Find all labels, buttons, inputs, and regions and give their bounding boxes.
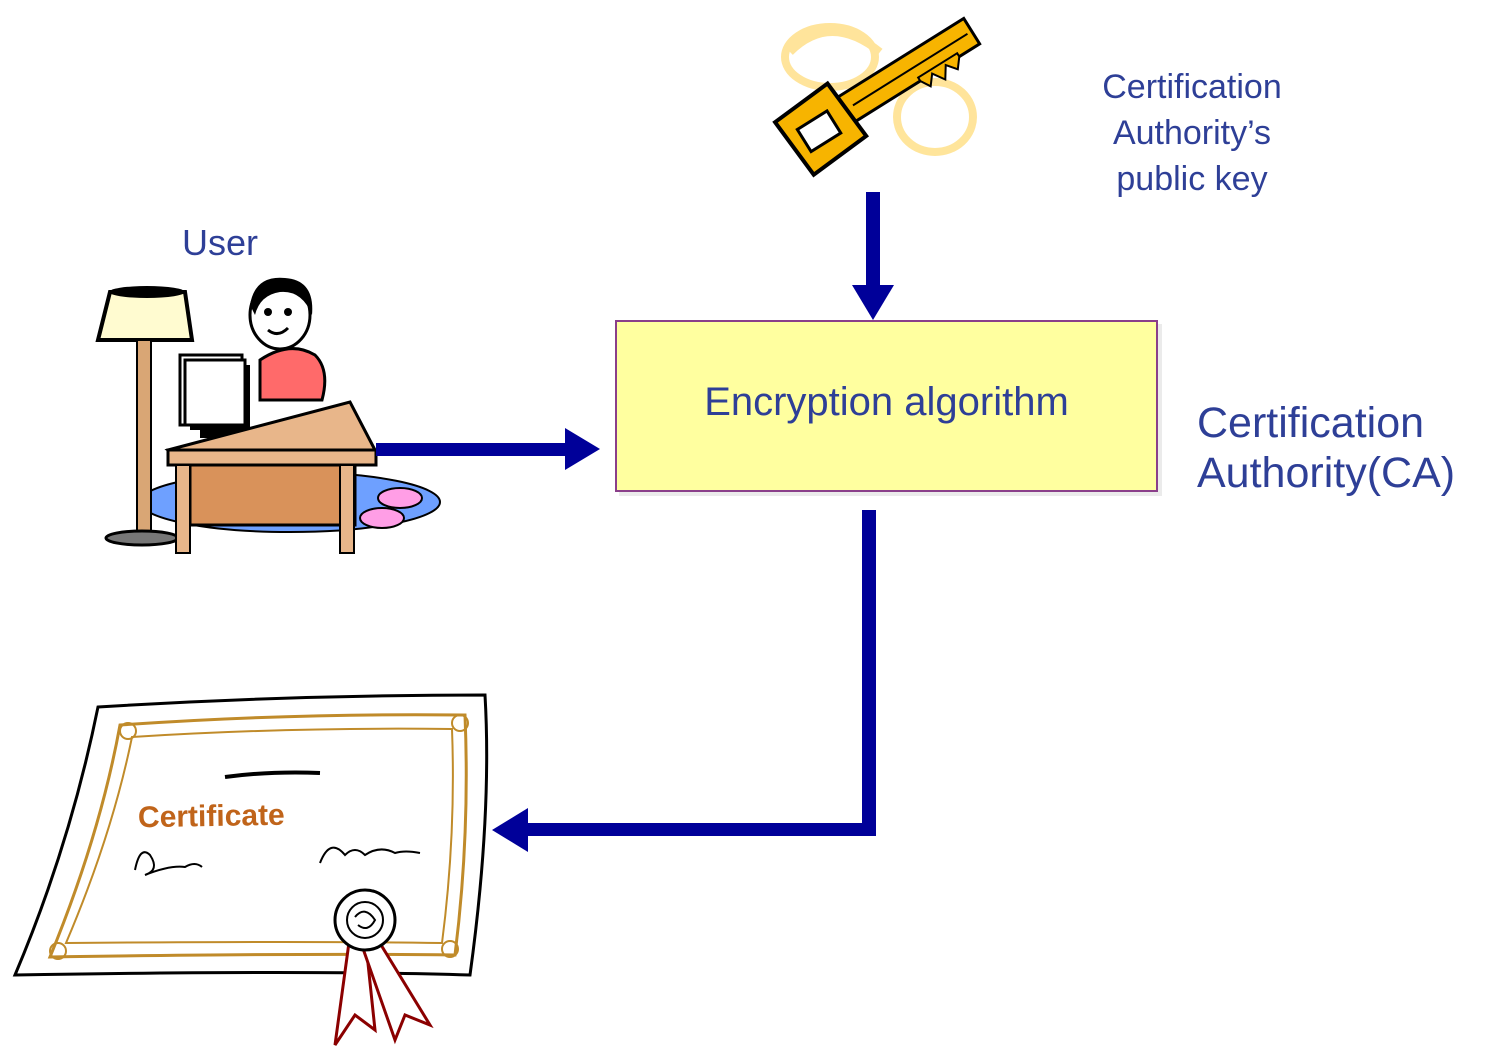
key-label-line-1: Certification [1102,68,1282,106]
certificate-title: Certificate [137,798,285,835]
key-label: Certification Authority’s public key [1062,64,1322,202]
encryption-algorithm-box: Encryption algorithm [615,320,1158,492]
arrow-box-down-shaft [862,510,876,835]
certificate-icon [12,693,489,1046]
arrow-to-certificate-shaft [525,823,876,836]
key-label-line-2: Authority’s [1112,114,1272,152]
ca-label-line-1: Certification [1197,399,1425,447]
arrow-user-to-box-shaft [376,443,568,456]
arrow-user-to-box-head [565,428,600,470]
encryption-algorithm-label: Encryption algorithm [704,379,1069,424]
arrow-key-to-box-shaft [866,192,880,287]
ca-label: Certification Authority(CA) [1197,398,1455,498]
user-at-desk-icon [95,277,441,554]
ca-label-line-2: Authority(CA) [1197,449,1456,497]
arrow-to-certificate-head [492,808,528,852]
arrow-key-to-box-head [852,285,894,320]
user-label: User [182,222,259,263]
key-label-line-3: public key [1116,160,1268,198]
key-icon [772,16,982,178]
